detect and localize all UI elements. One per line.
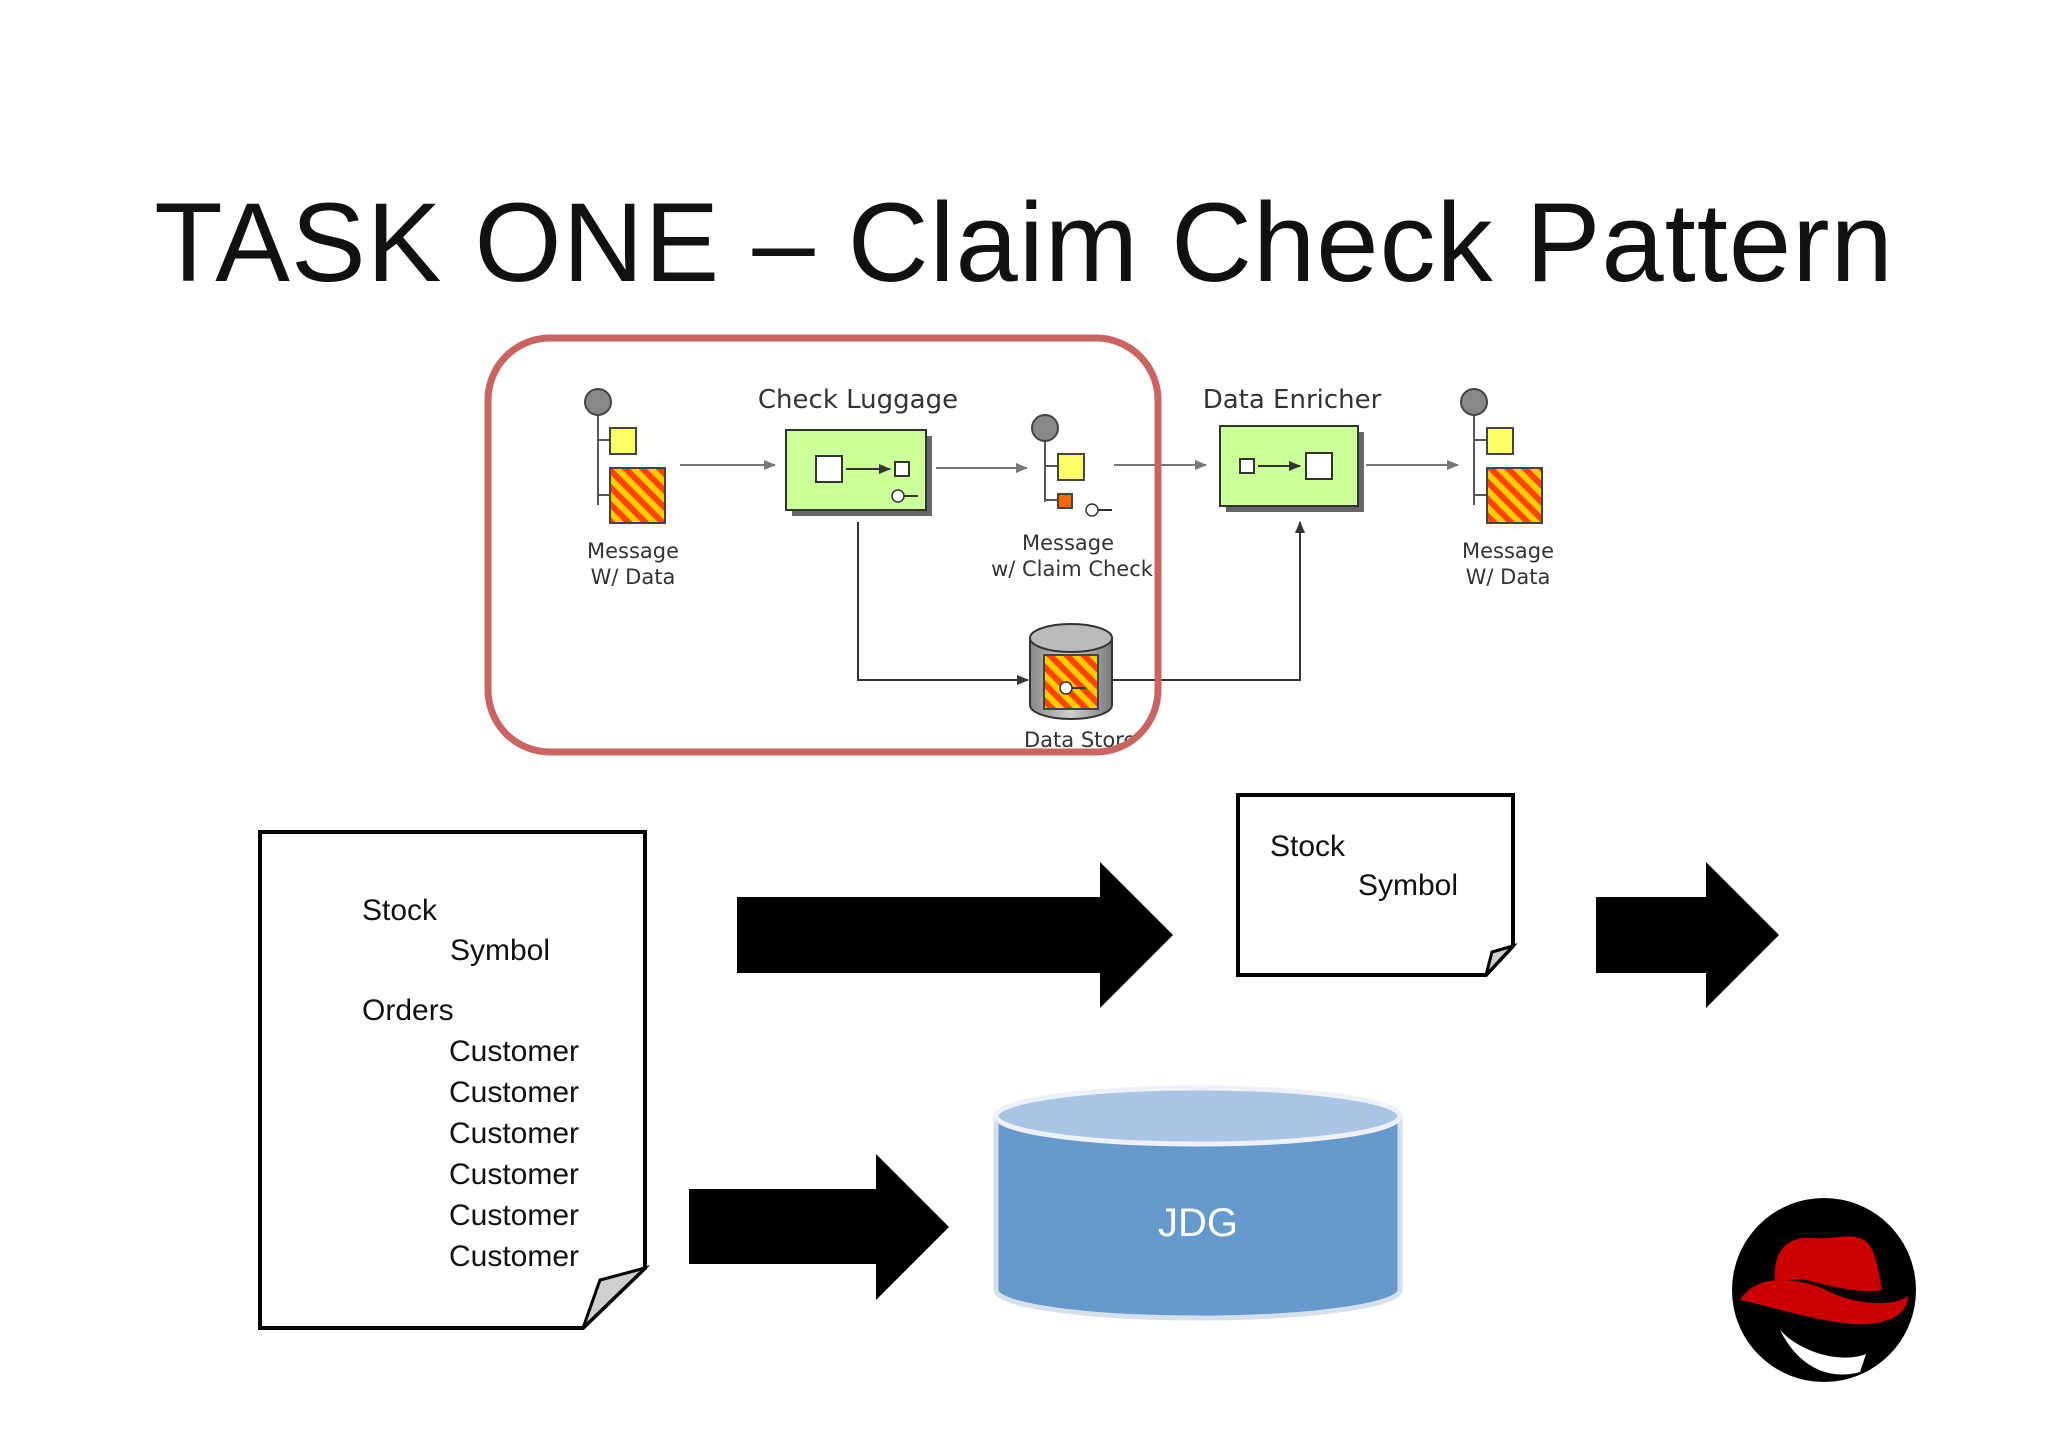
highlight-frame: [484, 334, 1162, 756]
data-enricher-filter: [1219, 425, 1364, 512]
full-doc-customer: Customer: [449, 1199, 579, 1232]
message3-label-line2: W/ Data: [1466, 565, 1551, 589]
jdg-database-icon: [993, 1085, 1403, 1321]
full-message-document: [258, 830, 651, 1330]
message2-label-line1: Message: [1022, 531, 1114, 555]
full-doc-customer: Customer: [449, 1035, 579, 1068]
arrow-right-icon: [689, 1154, 949, 1300]
jdg-label: JDG: [1158, 1201, 1238, 1245]
slide-title: TASK ONE – Claim Check Pattern: [154, 180, 1894, 305]
message1-label-line2: W/ Data: [591, 565, 676, 589]
full-doc-customer: Customer: [449, 1158, 579, 1191]
message-with-data-icon: [1460, 388, 1543, 524]
full-doc-symbol: Symbol: [450, 934, 550, 967]
full-doc-customer: Customer: [449, 1117, 579, 1150]
arrow-from-data-store: [1112, 521, 1305, 681]
key-icon: [1059, 681, 1086, 695]
check-luggage-label: Check Luggage: [758, 385, 958, 415]
message3-label-line1: Message: [1462, 539, 1554, 563]
check-luggage-filter: [785, 429, 932, 516]
message-with-claim-check-icon: [1031, 414, 1112, 517]
key-icon: [891, 489, 918, 503]
message2-label-line2: w/ Claim Check: [991, 557, 1154, 581]
arrow-right-icon: [737, 862, 1173, 1008]
small-doc-stock: Stock: [1270, 830, 1346, 863]
full-doc-stock: Stock: [362, 894, 438, 927]
small-doc-symbol: Symbol: [1358, 869, 1458, 902]
full-doc-orders: Orders: [362, 994, 454, 1027]
arrow-right-icon: [1596, 862, 1779, 1008]
full-doc-customer: Customer: [449, 1076, 579, 1109]
data-store-database-icon: [1029, 623, 1113, 720]
key-icon: [1085, 503, 1112, 517]
data-enricher-label: Data Enricher: [1203, 385, 1382, 415]
claim-check-document: [1236, 793, 1518, 977]
claim-check-pattern-diagram: Message W/ Data Check Luggage: [484, 334, 1554, 756]
full-doc-customer: Customer: [449, 1240, 579, 1273]
redhat-logo-icon: [1732, 1198, 1916, 1382]
message-with-data-icon: [584, 388, 666, 524]
arrow-to-data-store: [857, 522, 1029, 685]
message1-label-line1: Message: [587, 539, 679, 563]
